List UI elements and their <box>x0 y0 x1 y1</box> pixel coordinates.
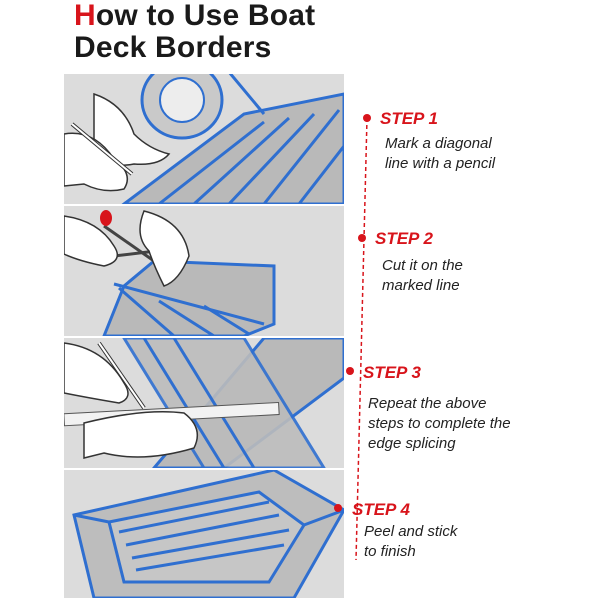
step4-line1: Peel and stick <box>364 523 458 540</box>
step2-dot <box>358 234 366 242</box>
step1-dot <box>363 114 371 122</box>
step4-text: Peel and stick to finish <box>364 522 457 562</box>
step4-label: STEP 4 <box>352 500 410 519</box>
step1-line2: line with a pencil <box>385 155 496 172</box>
step2-label: STEP 2 <box>375 229 433 248</box>
step3-line1: Repeat the above <box>368 395 487 412</box>
title-first-letter: H <box>74 0 96 32</box>
step1-line1: Mark a diagonal <box>385 135 492 152</box>
step3-line3: edge splicing <box>368 435 456 452</box>
step2-illustration <box>64 206 344 336</box>
step3-illustration <box>64 338 344 468</box>
step3-dot <box>346 367 354 375</box>
step1-text: Mark a diagonal line with a pencil <box>385 134 495 174</box>
step4-illustration <box>64 470 344 598</box>
step1-label: STEP 1 <box>380 109 438 128</box>
page-title: How to Use Boat Deck Borders <box>74 0 315 64</box>
step2-line1: Cut it on the <box>382 257 463 274</box>
step2-text: Cut it on the marked line <box>382 256 463 296</box>
step1-illustration <box>64 74 344 204</box>
title-line2: Deck Borders <box>74 31 272 64</box>
step3-label: STEP 3 <box>363 363 421 382</box>
step2-line2: marked line <box>382 277 460 294</box>
step3-text: Repeat the above steps to complete the e… <box>368 394 511 454</box>
step4-line2: to finish <box>364 543 416 560</box>
step3-line2: steps to complete the <box>368 415 511 432</box>
title-line1-rest: ow to Use Boat <box>95 0 316 32</box>
